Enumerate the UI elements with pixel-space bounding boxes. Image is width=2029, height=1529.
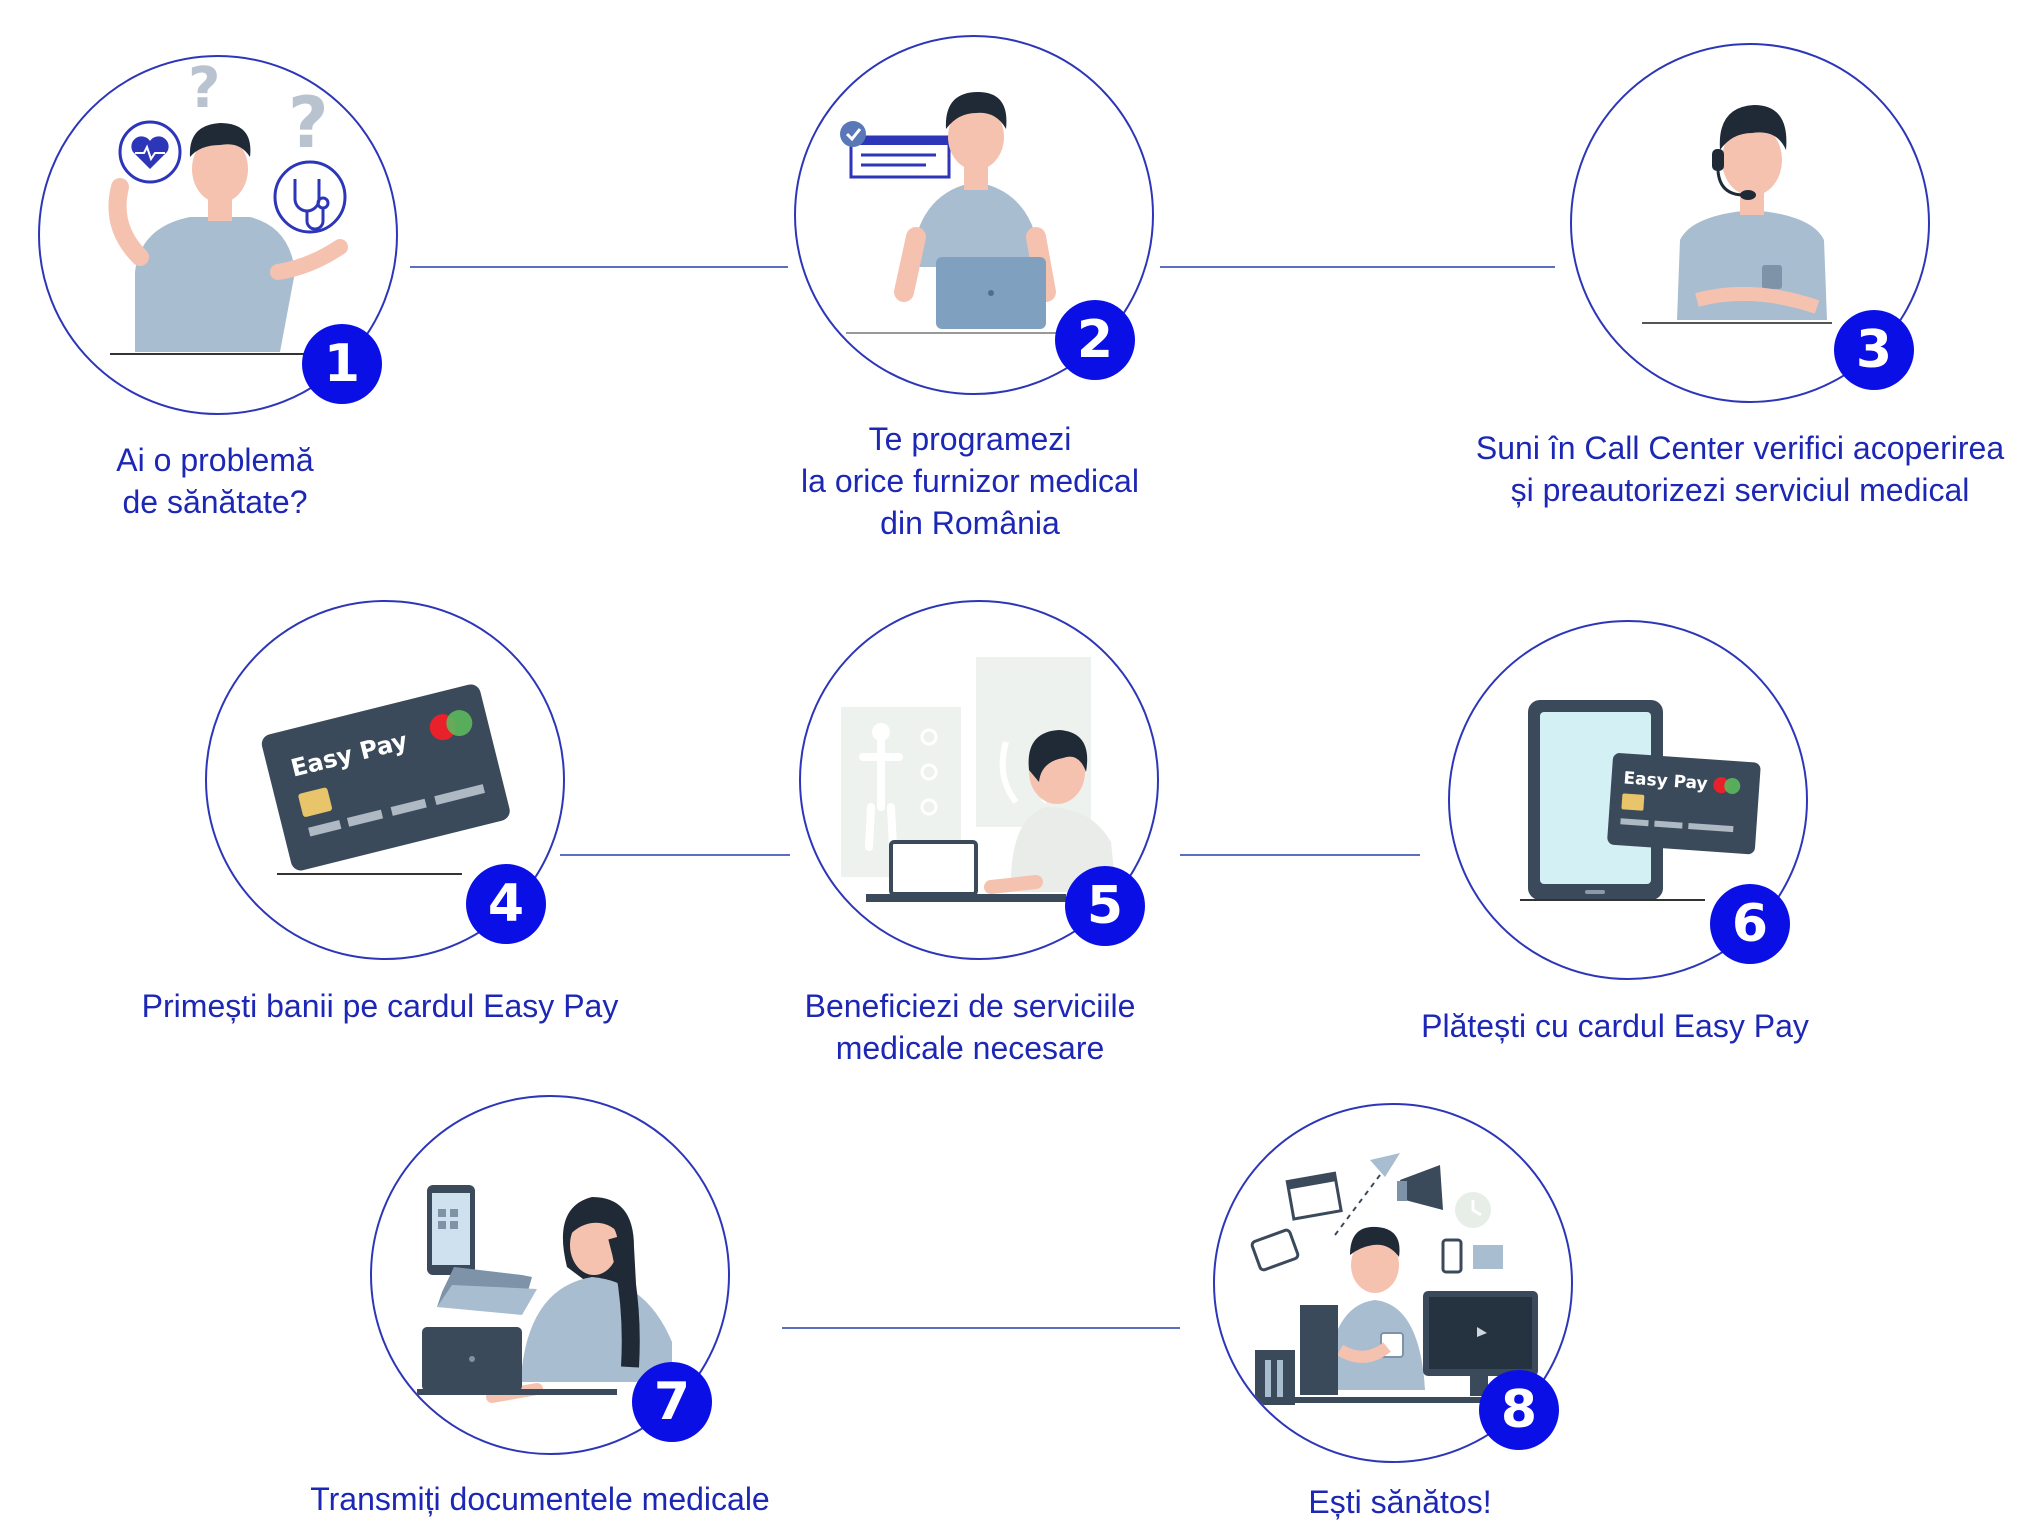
step-3-caption-line-1: Suni în Call Center verifici acoperirea	[1475, 430, 2005, 466]
step-7-caption-line-1: Transmiți documentele medicale	[310, 1481, 770, 1517]
step-5-badge: 5	[1065, 866, 1145, 946]
step-7-badge: 7	[632, 1362, 712, 1442]
stethoscope-icon	[273, 160, 347, 234]
step-7-caption: Transmiți documentele medicale	[290, 1478, 790, 1520]
calendar-check-icon	[840, 121, 951, 179]
step-8-badge: 8	[1479, 1370, 1559, 1450]
booking-person-icon	[840, 92, 1096, 334]
step-4-badge: 4	[466, 864, 546, 944]
svg-text:?: ?	[288, 82, 329, 164]
step-6-caption: Plătești cu cardul Easy Pay	[1385, 1005, 1845, 1047]
step-1-circle: ? ?	[38, 55, 398, 415]
step-2-caption-line-1: Te programezi	[868, 421, 1072, 457]
step-6-circle: Easy Pay	[1448, 620, 1808, 980]
step-2-caption-line-3: din România	[880, 505, 1060, 541]
svg-text:?: ?	[188, 57, 220, 121]
step-1-badge: 1	[302, 324, 382, 404]
step-3-caption: Suni în Call Center verifici acoperirea …	[1470, 427, 2010, 511]
tablet-payment-icon: Easy Pay	[1520, 700, 1761, 901]
call-center-agent-icon	[1642, 105, 1832, 324]
megaphone-icon	[1397, 1165, 1443, 1210]
calendar-icon	[1285, 1171, 1343, 1221]
step-8-circle	[1213, 1103, 1573, 1463]
step-1-caption: Ai o problemă de sănătate?	[20, 439, 410, 523]
step-3-badge: 3	[1834, 310, 1914, 390]
heart-icon	[118, 120, 182, 184]
step-2-caption: Te programezi la orice furnizor medical …	[760, 418, 1180, 544]
easy-pay-card-icon: Easy Pay	[261, 684, 510, 875]
step-5-caption-line-1: Beneficiezi de serviciile	[804, 988, 1136, 1024]
step-5-caption: Beneficiezi de serviciile medicale neces…	[760, 985, 1180, 1069]
step-4-caption: Primești banii pe cardul Easy Pay	[130, 985, 630, 1027]
step-1-caption-line-2: de sănătate?	[122, 484, 308, 520]
step-3-caption-line-2: și preautorizezi serviciul medical	[1510, 472, 1970, 508]
confused-person-icon: ? ?	[108, 57, 348, 355]
medical-consultation-icon	[841, 657, 1116, 902]
step-5-caption-line-2: medicale necesare	[835, 1030, 1105, 1066]
step-1-caption-line-1: Ai o problemă	[116, 442, 314, 478]
step-3-circle	[1570, 43, 1930, 403]
phone-icon	[427, 1185, 475, 1275]
step-2-badge: 2	[1055, 300, 1135, 380]
folder-icon	[437, 1267, 537, 1315]
step-6-badge: 6	[1710, 884, 1790, 964]
healthy-person-desk-icon	[1250, 1153, 1545, 1405]
step-8-caption: Ești sănătos!	[1200, 1481, 1600, 1523]
step-8-caption-line-1: Ești sănătos!	[1308, 1484, 1492, 1520]
step-2-caption-line-2: la orice furnizor medical	[801, 463, 1139, 499]
step-6-caption-line-1: Plătești cu cardul Easy Pay	[1421, 1008, 1809, 1044]
documents-upload-icon	[417, 1185, 672, 1403]
headset-icon	[1712, 149, 1756, 200]
step-4-caption-line-1: Primești banii pe cardul Easy Pay	[141, 988, 619, 1024]
